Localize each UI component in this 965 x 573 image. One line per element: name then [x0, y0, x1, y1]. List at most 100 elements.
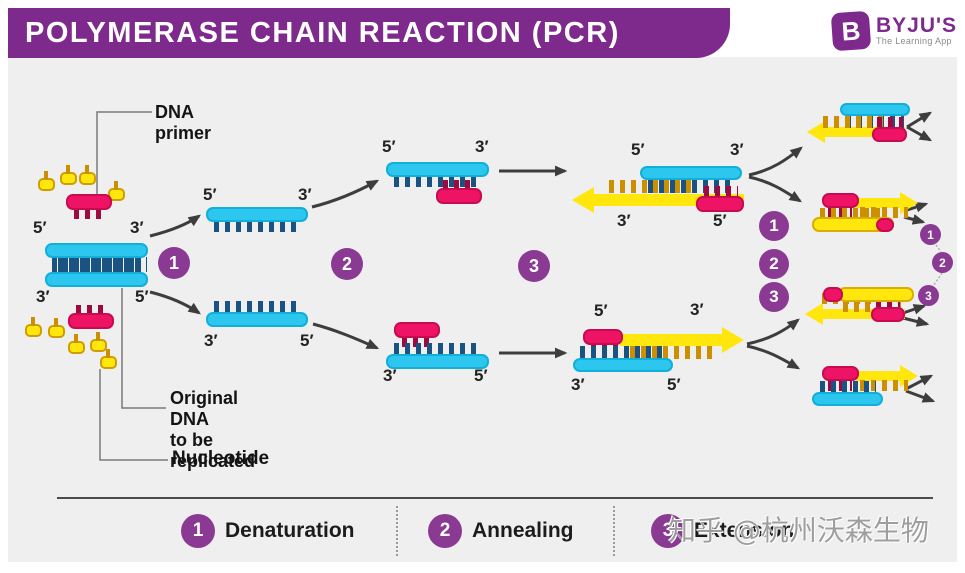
strand-end-label: 3′: [617, 211, 631, 230]
cycle-step-3-badge: 3: [759, 282, 789, 312]
strand-end-label: 5′: [713, 211, 727, 230]
step-1-badge: 1: [158, 247, 190, 279]
original-dna-label-line2: to be replicated: [170, 430, 256, 471]
legend-step-2-label: Annealing: [472, 519, 574, 542]
legend-step-1-label: Denaturation: [225, 519, 355, 542]
primer-on-new-strand: [876, 218, 894, 232]
primer-on-new-strand: [822, 366, 859, 381]
strand-end-label: 5′: [667, 375, 681, 394]
strand-end-label: 5′: [203, 185, 217, 204]
new-strand-teeth: [860, 380, 908, 391]
byjus-logo-icon: B: [830, 10, 872, 52]
primer-on-new-strand: [696, 196, 744, 212]
primer-teeth: [704, 186, 738, 197]
primer-teeth: [876, 297, 900, 307]
title-bar: POLYMERASE CHAIN REACTION (PCR): [8, 8, 730, 58]
new-strand-teeth: [843, 301, 901, 312]
nucleotide: [25, 317, 42, 337]
strand-end-label: 5′: [382, 137, 396, 156]
primer-teeth: [443, 180, 475, 190]
nucleotide: [90, 332, 107, 352]
dna-primer: [66, 194, 112, 210]
byjus-logo: B BYJU'S The Learning App: [830, 10, 958, 52]
template-strand: [640, 166, 742, 180]
original-dna-label: Original DNA to be replicated: [170, 388, 255, 472]
strand-teeth: [214, 301, 300, 313]
nucleotide: [60, 165, 77, 185]
legend-divider-line: [57, 497, 933, 499]
cycle-step-2-badge: 2: [759, 249, 789, 279]
single-strand-bottom: [206, 312, 308, 327]
new-strand-teeth: [823, 116, 883, 128]
dna-primer-teeth: [76, 305, 106, 315]
strand-end-label: 5′: [135, 287, 149, 306]
legend-step-3-label: Extension: [694, 519, 795, 542]
strand-end-label: 5′: [33, 218, 47, 237]
product-template-strand: [812, 392, 883, 406]
step-3-badge: 3: [518, 250, 550, 282]
original-dna-top-strand: [45, 243, 148, 258]
legend-separator: [613, 506, 615, 556]
strand-teeth: [580, 346, 666, 359]
cycle-step-1-badge: 1: [759, 211, 789, 241]
primer-teeth: [402, 337, 432, 347]
nucleotide: [79, 165, 96, 185]
template-strand: [573, 358, 673, 372]
dna-primer: [68, 313, 114, 329]
legend-step-1-badge: 1: [181, 514, 215, 548]
primer-teeth: [877, 117, 903, 127]
template-strand: [386, 162, 489, 177]
legend-separator: [396, 506, 398, 556]
new-strand-teeth: [860, 207, 908, 218]
nucleotide-label: Nucleotide: [172, 448, 270, 469]
primer-on-new-strand: [823, 287, 843, 302]
strand-end-label: 5′: [300, 331, 314, 350]
strand-end-label: 5′: [474, 366, 488, 385]
single-strand-top: [206, 207, 308, 222]
nucleotide: [68, 334, 85, 354]
step-2-badge: 2: [331, 248, 363, 280]
strand-end-label: 3′: [204, 331, 218, 350]
dna-primer-label: DNA primer: [155, 102, 212, 143]
strand-teeth: [820, 381, 876, 393]
primer-on-new-strand: [583, 329, 623, 345]
annealed-primer: [436, 188, 482, 204]
primer-on-new-strand: [871, 307, 905, 322]
annealed-primer: [394, 322, 440, 338]
original-dna-label-line1: Original DNA: [170, 388, 239, 429]
strand-end-label: 5′: [631, 140, 645, 159]
strand-end-label: 5′: [594, 301, 608, 320]
nucleotide: [38, 171, 55, 191]
original-dna-teeth: [58, 257, 147, 272]
strand-end-label: 3′: [571, 375, 585, 394]
dna-primer-teeth: [74, 209, 104, 219]
byjus-tagline: The Learning App: [876, 36, 952, 46]
strand-end-label: 3′: [690, 300, 704, 319]
nucleotide: [100, 349, 117, 369]
strand-end-label: 3′: [475, 137, 489, 156]
primer-on-new-strand: [872, 127, 907, 142]
new-strand-teeth: [609, 180, 693, 193]
strand-end-label: 3′: [36, 287, 50, 306]
new-strand: [838, 287, 914, 302]
page-title: POLYMERASE CHAIN REACTION (PCR): [25, 16, 620, 49]
strand-end-label: 3′: [730, 140, 744, 159]
legend-step-3-badge: 3: [651, 514, 685, 548]
legend-step-2-badge: 2: [428, 514, 462, 548]
watermark: 知乎 @杭州沃森生物: [668, 514, 929, 547]
strand-end-label: 3′: [130, 218, 144, 237]
nucleotide: [48, 318, 65, 338]
repeat-step-2-badge: 2: [932, 252, 953, 273]
product-template-strand: [840, 103, 910, 116]
repeat-step-3-badge: 3: [918, 285, 939, 306]
byjus-logo-text: BYJU'S The Learning App: [876, 14, 958, 46]
strand-teeth: [394, 343, 481, 355]
original-dna-bottom-strand: [45, 272, 148, 287]
new-strand-teeth: [820, 208, 880, 219]
byjus-brand: BYJU'S: [876, 14, 958, 37]
strand-end-label: 3′: [298, 185, 312, 204]
repeat-step-1-badge: 1: [920, 224, 941, 245]
template-strand: [386, 354, 489, 369]
primer-on-new-strand: [822, 193, 859, 208]
